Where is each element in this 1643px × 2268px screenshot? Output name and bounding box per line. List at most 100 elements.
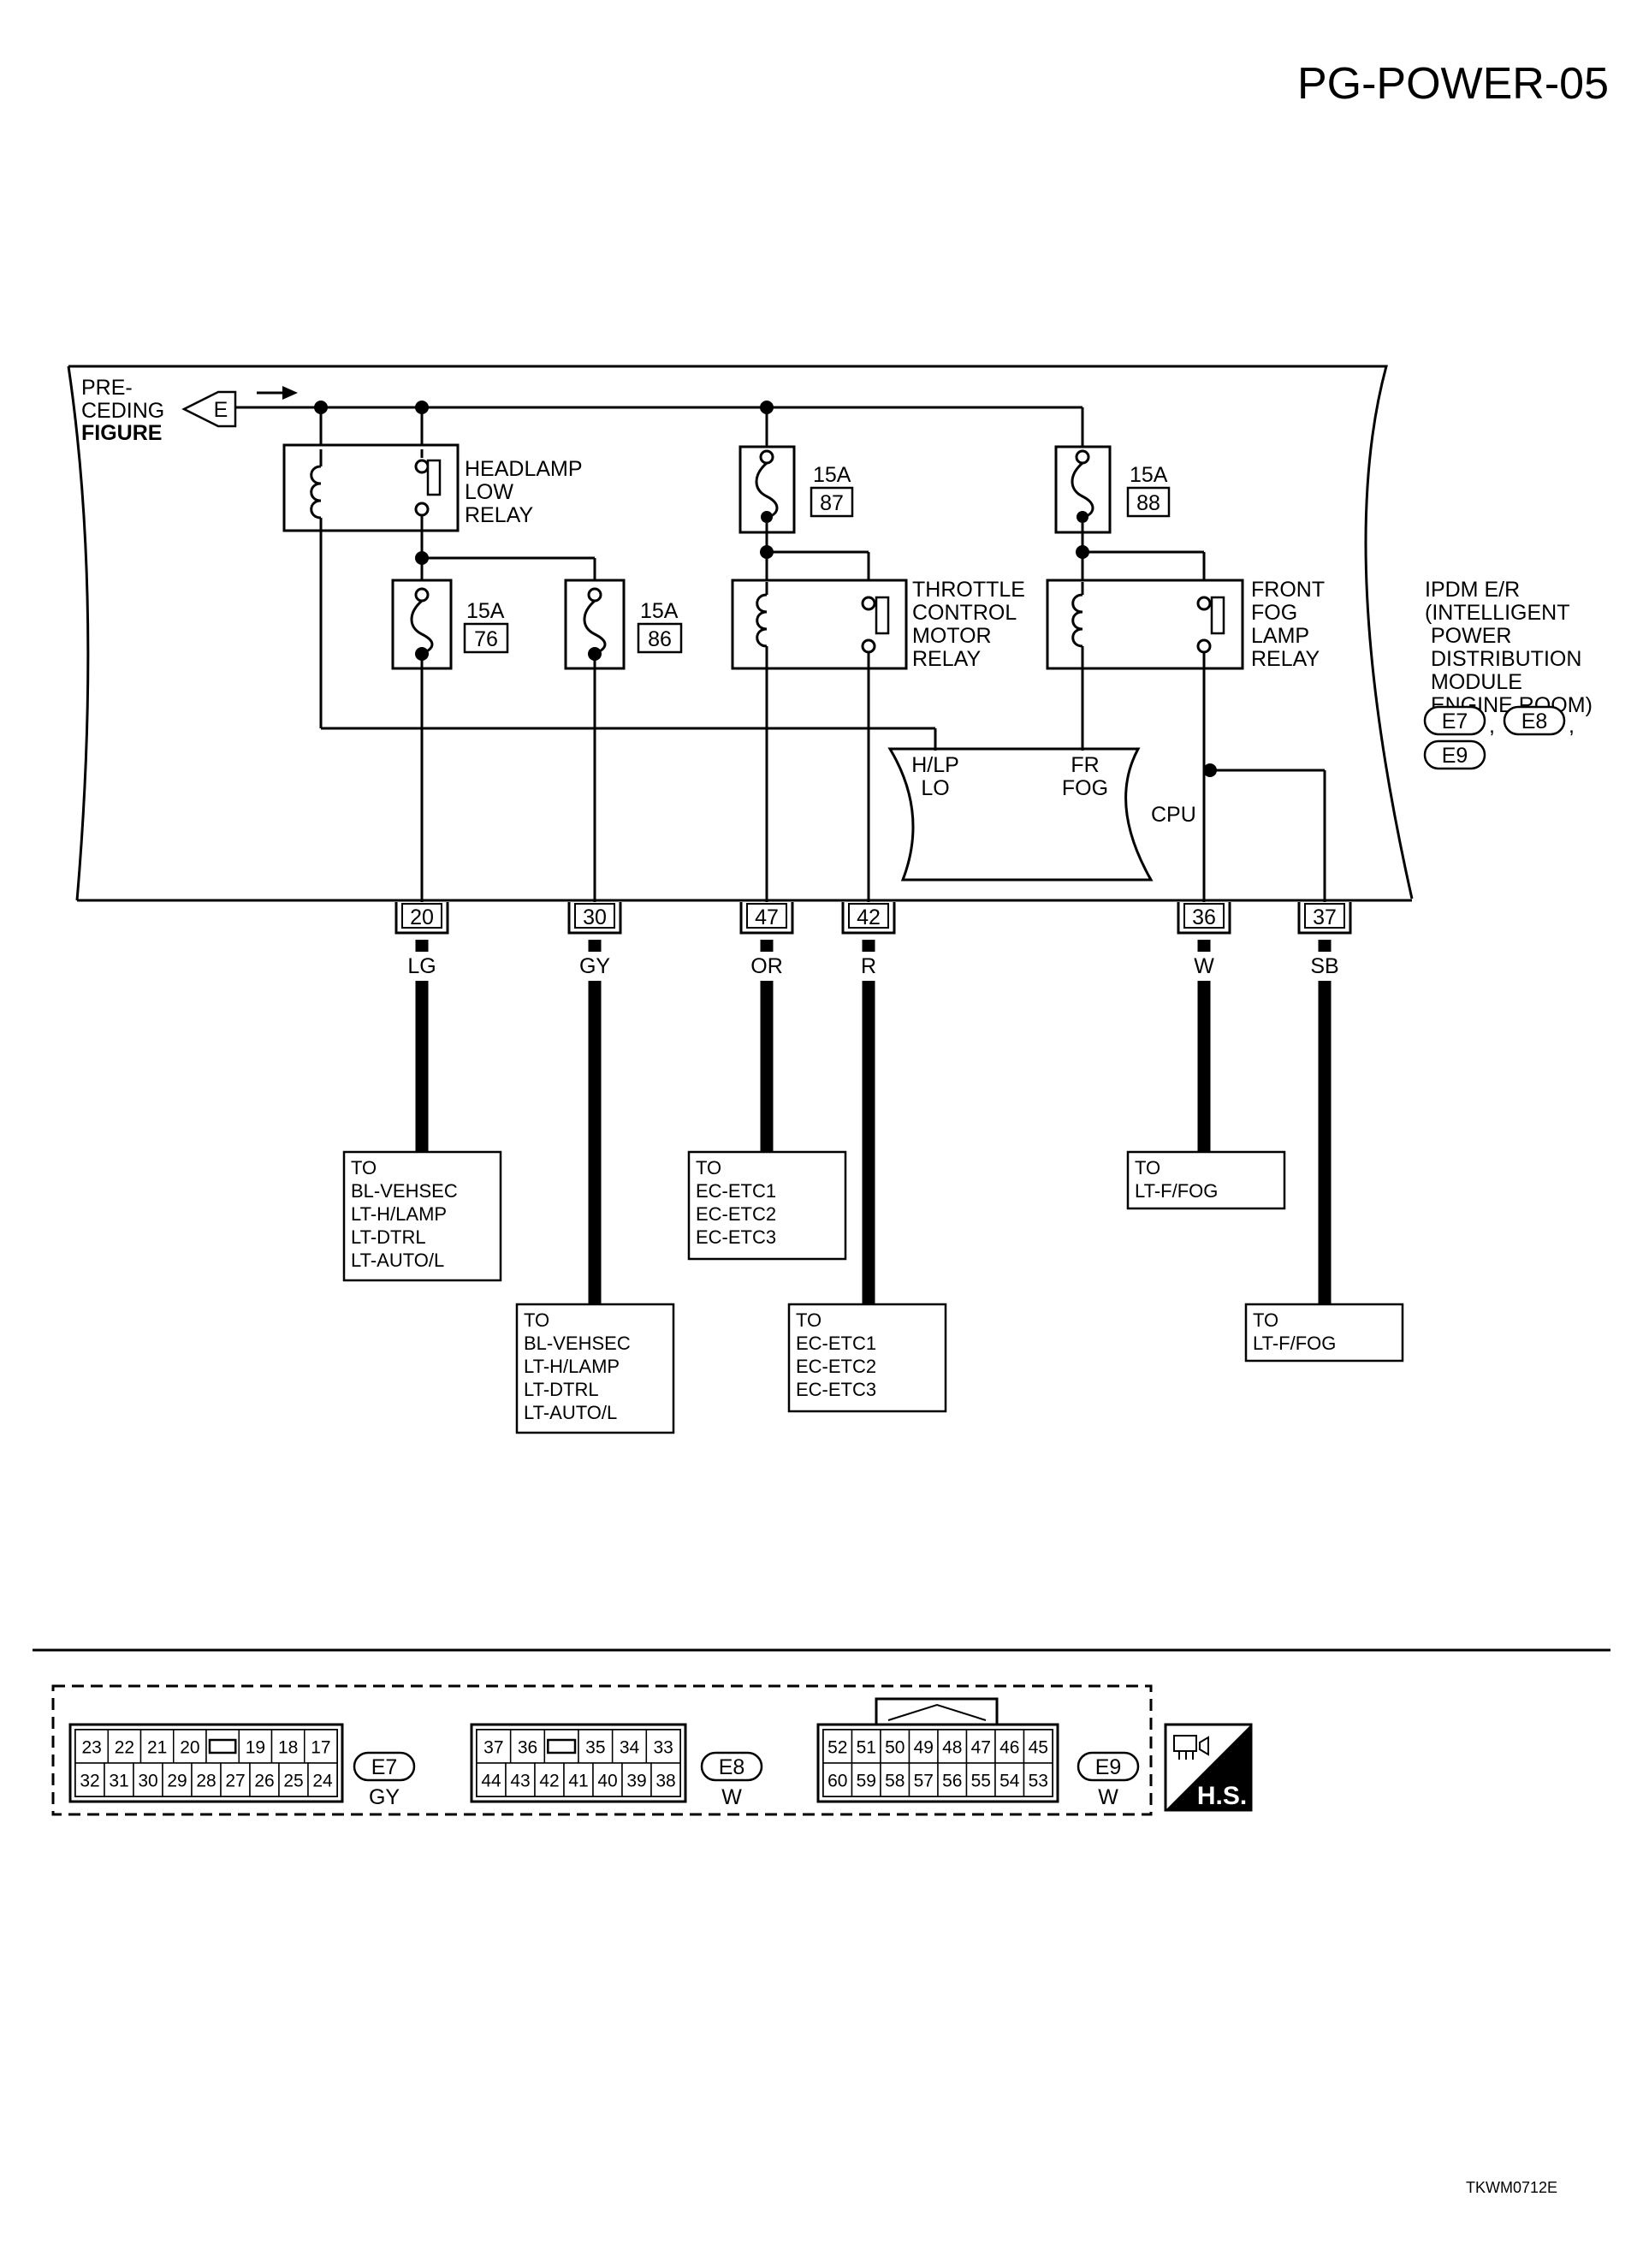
svg-text:LT-F/FOG: LT-F/FOG xyxy=(1253,1333,1336,1354)
connector-pin-number: 55 xyxy=(971,1772,991,1791)
svg-text:37: 37 xyxy=(1313,905,1337,929)
svg-text:FR: FR xyxy=(1071,753,1099,777)
fog-relay-label: FRONT FOG LAMP RELAY xyxy=(1251,578,1325,671)
connector-views-frame xyxy=(51,1684,1153,1816)
svg-text:PRE-: PRE- xyxy=(81,376,133,400)
svg-text:MOTOR: MOTOR xyxy=(912,624,992,648)
terminal-42: 42 R xyxy=(841,902,896,978)
svg-text:EC-ETC2: EC-ETC2 xyxy=(796,1356,876,1377)
connector-cell xyxy=(880,1762,910,1797)
connector-pin-number: 37 xyxy=(483,1738,503,1758)
ipdm-housing xyxy=(67,365,1414,902)
connector-cell xyxy=(822,1729,853,1764)
svg-text:LT-AUTO/L: LT-AUTO/L xyxy=(351,1250,444,1271)
connector-key-slot xyxy=(208,1738,237,1754)
connector-cell xyxy=(133,1762,163,1797)
connector-pin-number: 50 xyxy=(885,1738,905,1758)
svg-text:LT-H/LAMP: LT-H/LAMP xyxy=(524,1356,620,1377)
destination-box-gy: TO BL-VEHSEC LT-H/LAMP LT-DTRL LT-AUTO/L xyxy=(515,1303,675,1434)
svg-text:E8: E8 xyxy=(719,1755,745,1779)
connector-pin-number: 43 xyxy=(510,1772,530,1791)
connector-cell xyxy=(880,1729,910,1764)
svg-text:LG: LG xyxy=(407,954,436,978)
connector-cell xyxy=(650,1762,681,1797)
svg-text:W: W xyxy=(721,1785,742,1809)
fuse-88 xyxy=(1054,445,1112,552)
connector-cell xyxy=(851,1762,881,1797)
svg-text:(INTELLIGENT: (INTELLIGENT xyxy=(1425,601,1569,625)
connector-pin-number: 28 xyxy=(196,1772,216,1791)
fuse-86-label: 15A 86 xyxy=(637,599,683,654)
svg-text:GY: GY xyxy=(579,954,610,978)
terminal-30: 30 GY xyxy=(567,902,622,978)
terminal-37: 37 SB xyxy=(1297,902,1352,978)
connector-pin-number: 57 xyxy=(914,1772,934,1791)
connector-pin-number: 33 xyxy=(653,1738,673,1758)
connector-pin-number: 44 xyxy=(481,1772,501,1791)
connector-pin-number: 59 xyxy=(857,1772,876,1791)
fog-relay-feed xyxy=(1081,550,1206,582)
svg-text:H.S.: H.S. xyxy=(1197,1782,1247,1810)
svg-text:E7: E7 xyxy=(371,1755,398,1779)
svg-text:FOG: FOG xyxy=(1062,776,1108,800)
connector-pin-number: 26 xyxy=(254,1772,274,1791)
connector-pin-number: 22 xyxy=(115,1738,134,1758)
svg-text:LT-DTRL: LT-DTRL xyxy=(351,1226,426,1248)
svg-text:R: R xyxy=(861,954,876,978)
ipdm-connector-ids: E7 , E8 , E9 xyxy=(1423,705,1575,770)
connector-cell xyxy=(307,1762,338,1797)
svg-text:LT-AUTO/L: LT-AUTO/L xyxy=(524,1402,617,1423)
svg-text:CPU: CPU xyxy=(1151,803,1196,827)
svg-text:86: 86 xyxy=(648,627,672,651)
svg-text:RELAY: RELAY xyxy=(912,647,981,671)
svg-text:EC-ETC1: EC-ETC1 xyxy=(696,1180,776,1202)
svg-text:E8: E8 xyxy=(1521,709,1548,733)
connector-pin-number: 23 xyxy=(81,1738,101,1758)
svg-text:DISTRIBUTION: DISTRIBUTION xyxy=(1431,647,1581,671)
connector-pin-number: 31 xyxy=(109,1772,128,1791)
connector-pin-number: 36 xyxy=(518,1738,537,1758)
connector-key-slot xyxy=(547,1738,577,1754)
connector-cell xyxy=(937,1762,968,1797)
page-title: PG-POWER-05 xyxy=(1297,59,1609,109)
connector-pin-number: 56 xyxy=(942,1772,962,1791)
front-fog-lamp-relay xyxy=(1046,579,1244,670)
connector-cell xyxy=(220,1762,251,1797)
svg-text:E7: E7 xyxy=(1442,709,1468,733)
terminal-47: 47 OR xyxy=(739,902,794,978)
harness-wires xyxy=(415,940,1332,1304)
svg-text:15A: 15A xyxy=(640,599,679,623)
svg-text:BL-VEHSEC: BL-VEHSEC xyxy=(351,1180,458,1202)
connector-pin-number: 19 xyxy=(246,1738,265,1758)
svg-text:20: 20 xyxy=(410,905,434,929)
connector-pin-number: 54 xyxy=(999,1772,1020,1791)
connector-pin-number: 30 xyxy=(138,1772,157,1791)
svg-text:76: 76 xyxy=(474,627,498,651)
svg-text:EC-ETC2: EC-ETC2 xyxy=(696,1203,776,1225)
svg-text:LT-H/LAMP: LT-H/LAMP xyxy=(351,1203,447,1225)
terminal-36: 36 W xyxy=(1177,902,1231,978)
svg-text:EC-ETC3: EC-ETC3 xyxy=(696,1226,776,1248)
fuse-87-label: 15A 87 xyxy=(810,463,854,518)
connector-face-icon xyxy=(1173,1735,1209,1760)
throttle-relay-label: THROTTLE CONTROL MOTOR RELAY xyxy=(912,578,1025,671)
connector-cell xyxy=(645,1729,681,1764)
svg-text:TO: TO xyxy=(524,1309,549,1331)
connector-pin-number: 34 xyxy=(620,1738,640,1758)
svg-text:POWER: POWER xyxy=(1431,624,1511,648)
connector-cell xyxy=(173,1729,207,1764)
connector-pin-number: 21 xyxy=(147,1738,167,1758)
svg-text:LT-F/FOG: LT-F/FOG xyxy=(1135,1180,1218,1202)
connector-cell xyxy=(621,1762,652,1797)
svg-text:LO: LO xyxy=(921,776,949,800)
connector-pin-number: 29 xyxy=(167,1772,187,1791)
connector-cell xyxy=(505,1762,536,1797)
connector-cell xyxy=(534,1762,565,1797)
svg-text:15A: 15A xyxy=(813,463,851,487)
svg-text:BL-VEHSEC: BL-VEHSEC xyxy=(524,1333,631,1354)
svg-text:RELAY: RELAY xyxy=(465,503,533,527)
svg-text:E9: E9 xyxy=(1095,1755,1122,1779)
